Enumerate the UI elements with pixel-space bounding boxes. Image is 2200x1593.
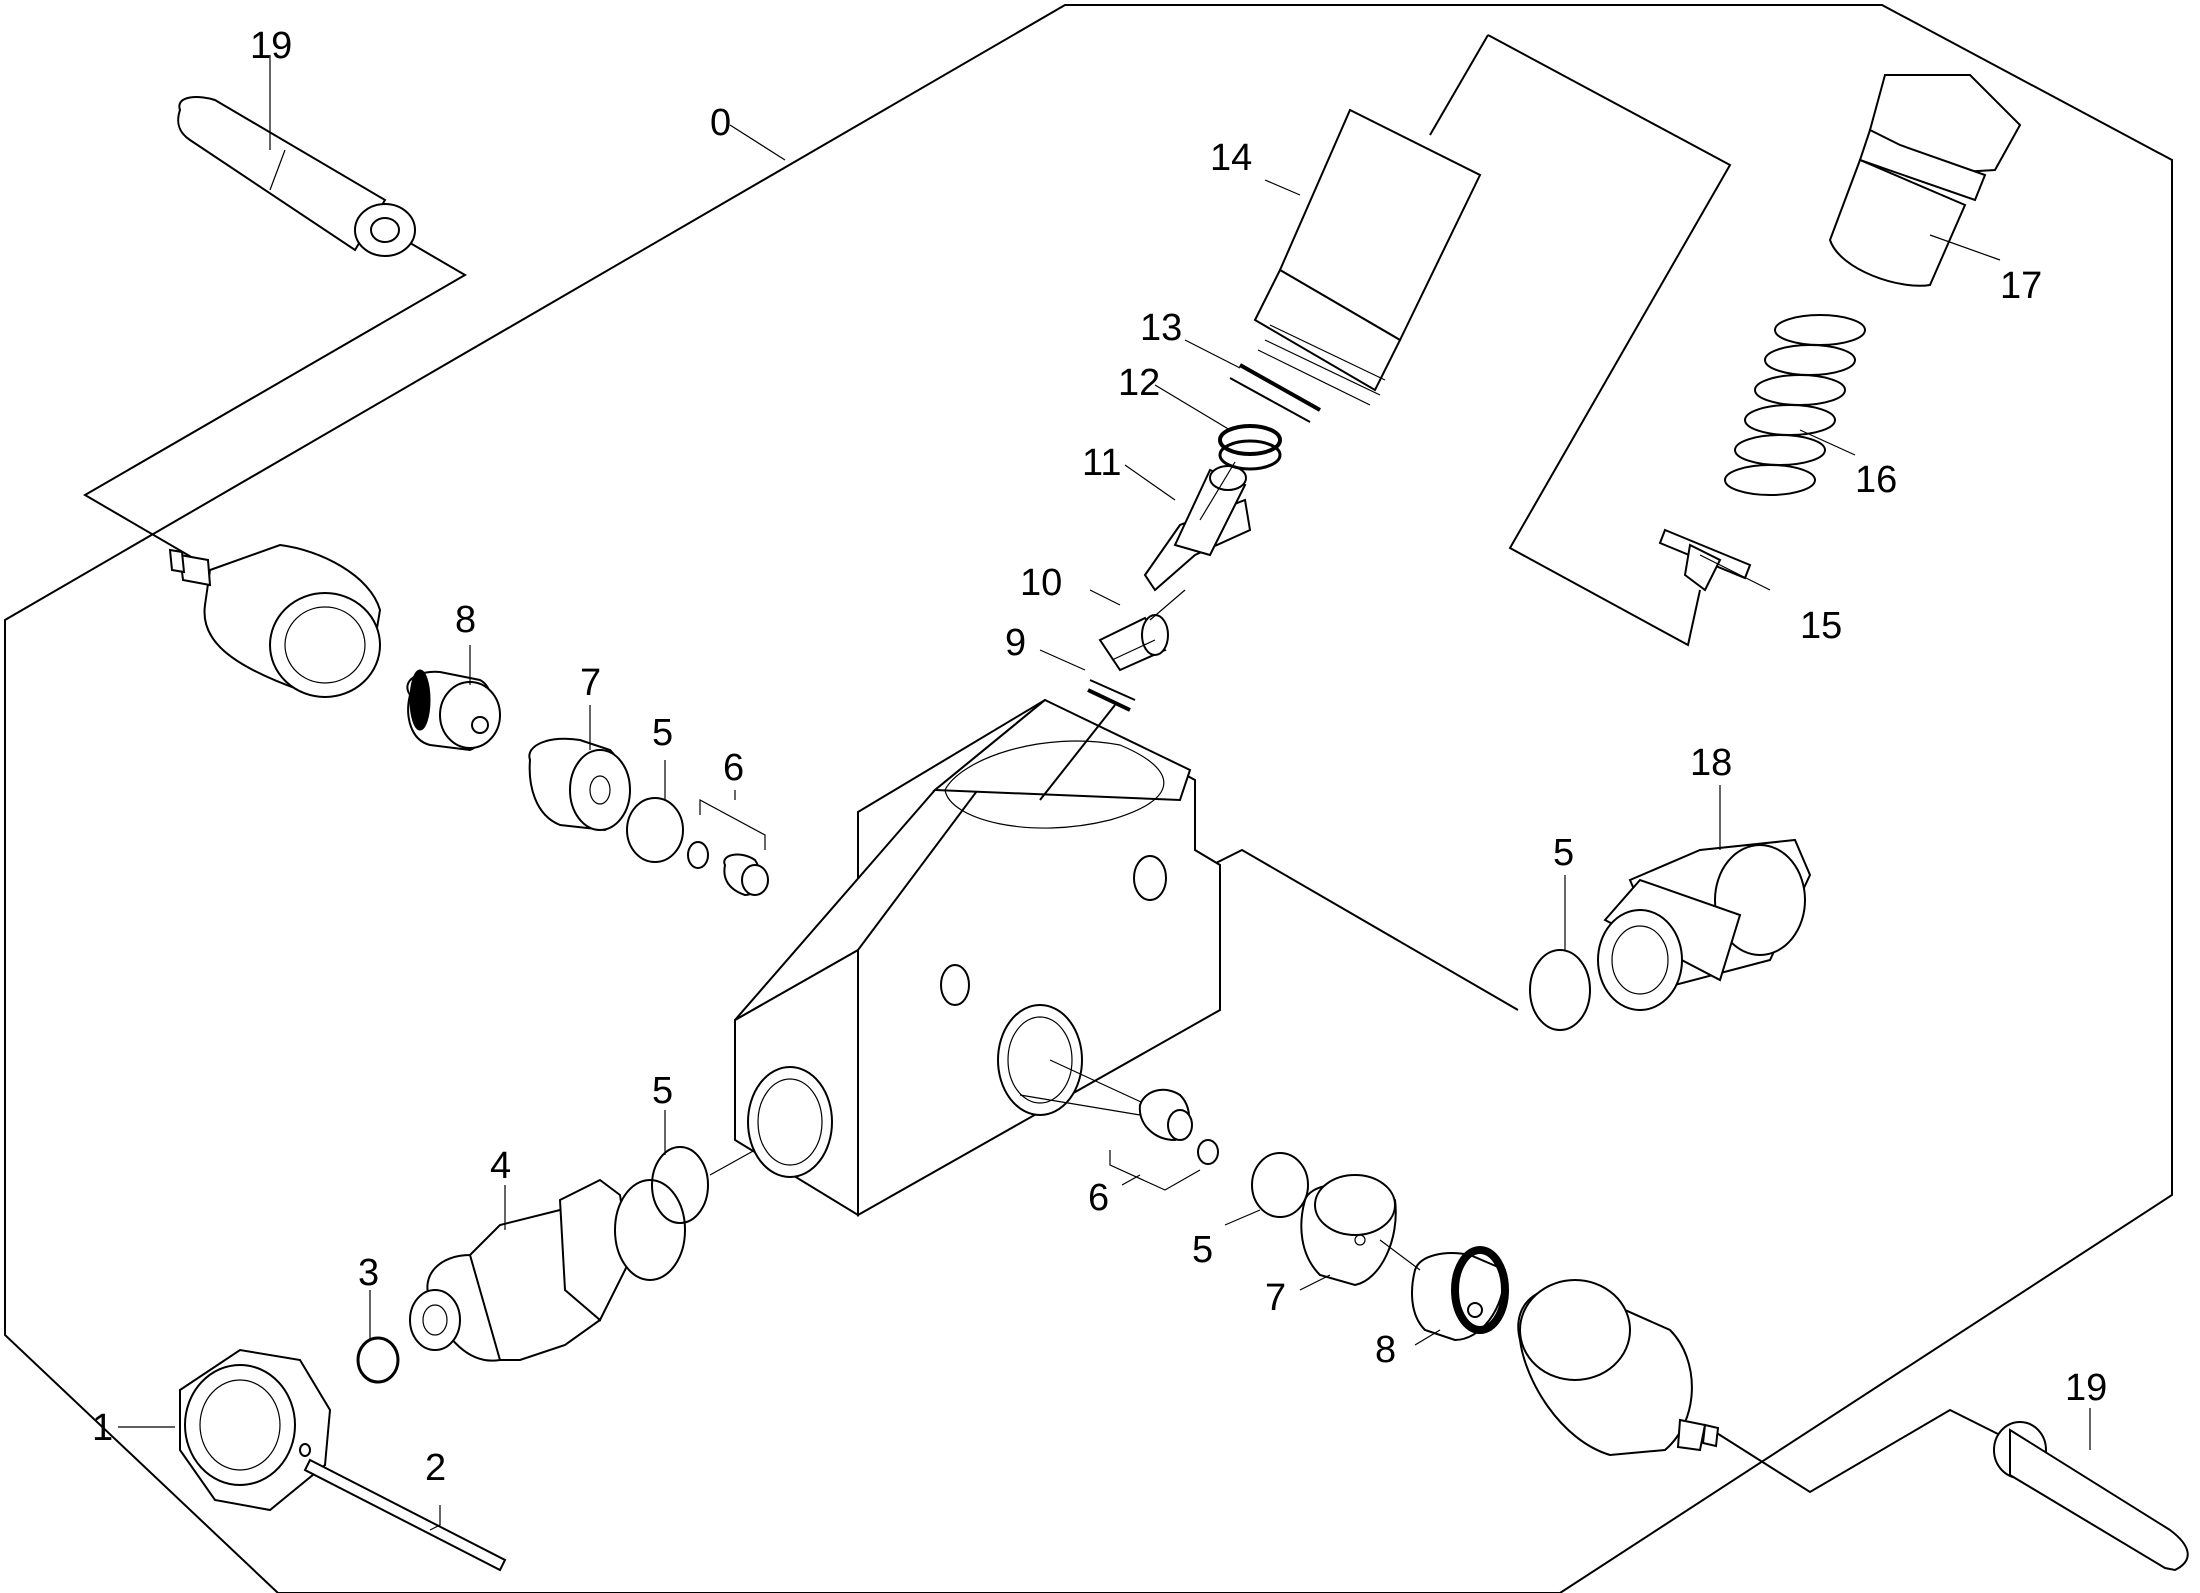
part-17: [1828, 74, 2022, 287]
part-16-spring: [1724, 314, 1866, 496]
part-11: [1143, 465, 1252, 592]
part-2-pin: [303, 1458, 507, 1572]
callout-5-bottom-right: 5: [1192, 1229, 1213, 1271]
part-7-top: [528, 737, 631, 832]
part-14: [1253, 108, 1482, 406]
part-12: [1218, 424, 1282, 471]
callout-3: 3: [358, 1252, 379, 1294]
part-4: [409, 1178, 686, 1362]
inlet-fitting-top: [168, 543, 382, 698]
callout-13: 13: [1140, 307, 1182, 349]
callout-7-bottom: 7: [1265, 1277, 1286, 1319]
part-10: [1098, 614, 1169, 672]
valve-block: [734, 698, 1221, 1217]
callout-8-top: 8: [455, 599, 476, 641]
callout-6-bottom: 6: [1088, 1177, 1109, 1219]
leader-18: [1181, 848, 1519, 1011]
part-5-oring-bottom-left: [651, 1146, 709, 1224]
callout-14: 14: [1210, 137, 1252, 179]
assembly-boundary: [4, 4, 2173, 1593]
callout-1: 1: [92, 1407, 113, 1449]
callout-7-top: 7: [580, 662, 601, 704]
part-18: [1597, 838, 1812, 1011]
part-15: [1658, 528, 1752, 592]
part-19-tube-top: [177, 96, 416, 257]
callout-8-bottom: 8: [1375, 1329, 1396, 1371]
callout-5-top-left: 5: [652, 712, 673, 754]
part-1-nut: [179, 1348, 332, 1512]
callout-16: 16: [1855, 459, 1897, 501]
part-3-ring: [356, 1336, 400, 1384]
part-8-bottom: [1411, 1246, 1509, 1342]
callout-6-top: 6: [723, 747, 744, 789]
part-5-oring-bottom-right: [1251, 1152, 1309, 1218]
inset-frame: [1487, 34, 1732, 647]
callout-10: 10: [1020, 562, 1062, 604]
callout-15: 15: [1800, 605, 1842, 647]
outlet-fitting-bottom: [1517, 1279, 1720, 1457]
callout-12: 12: [1118, 362, 1160, 404]
callout-5-right: 5: [1553, 832, 1574, 874]
callout-17: 17: [2000, 265, 2042, 307]
part-5-oring-top-left: [626, 797, 684, 863]
part-5-oring-right: [1529, 949, 1591, 1031]
callout-5-bottom-left: 5: [652, 1070, 673, 1112]
part-8-top: [406, 669, 501, 752]
callout-4: 4: [490, 1145, 511, 1187]
leader-19-top: [83, 239, 467, 566]
part-6-top: [723, 853, 769, 897]
callout-18: 18: [1690, 742, 1732, 784]
part-6-bottom: [1138, 1088, 1193, 1142]
callout-19-bottom: 19: [2065, 1367, 2107, 1409]
leader-19-bottom: [1711, 1408, 2011, 1494]
callout-2: 2: [425, 1447, 446, 1489]
part-19-tube-bottom: [1993, 1421, 2189, 1572]
callout-19-top: 19: [250, 25, 292, 67]
part-7-bottom: [1300, 1174, 1397, 1287]
callout-0: 0: [710, 102, 731, 144]
callout-9: 9: [1005, 622, 1026, 664]
callout-11: 11: [1082, 442, 1121, 484]
